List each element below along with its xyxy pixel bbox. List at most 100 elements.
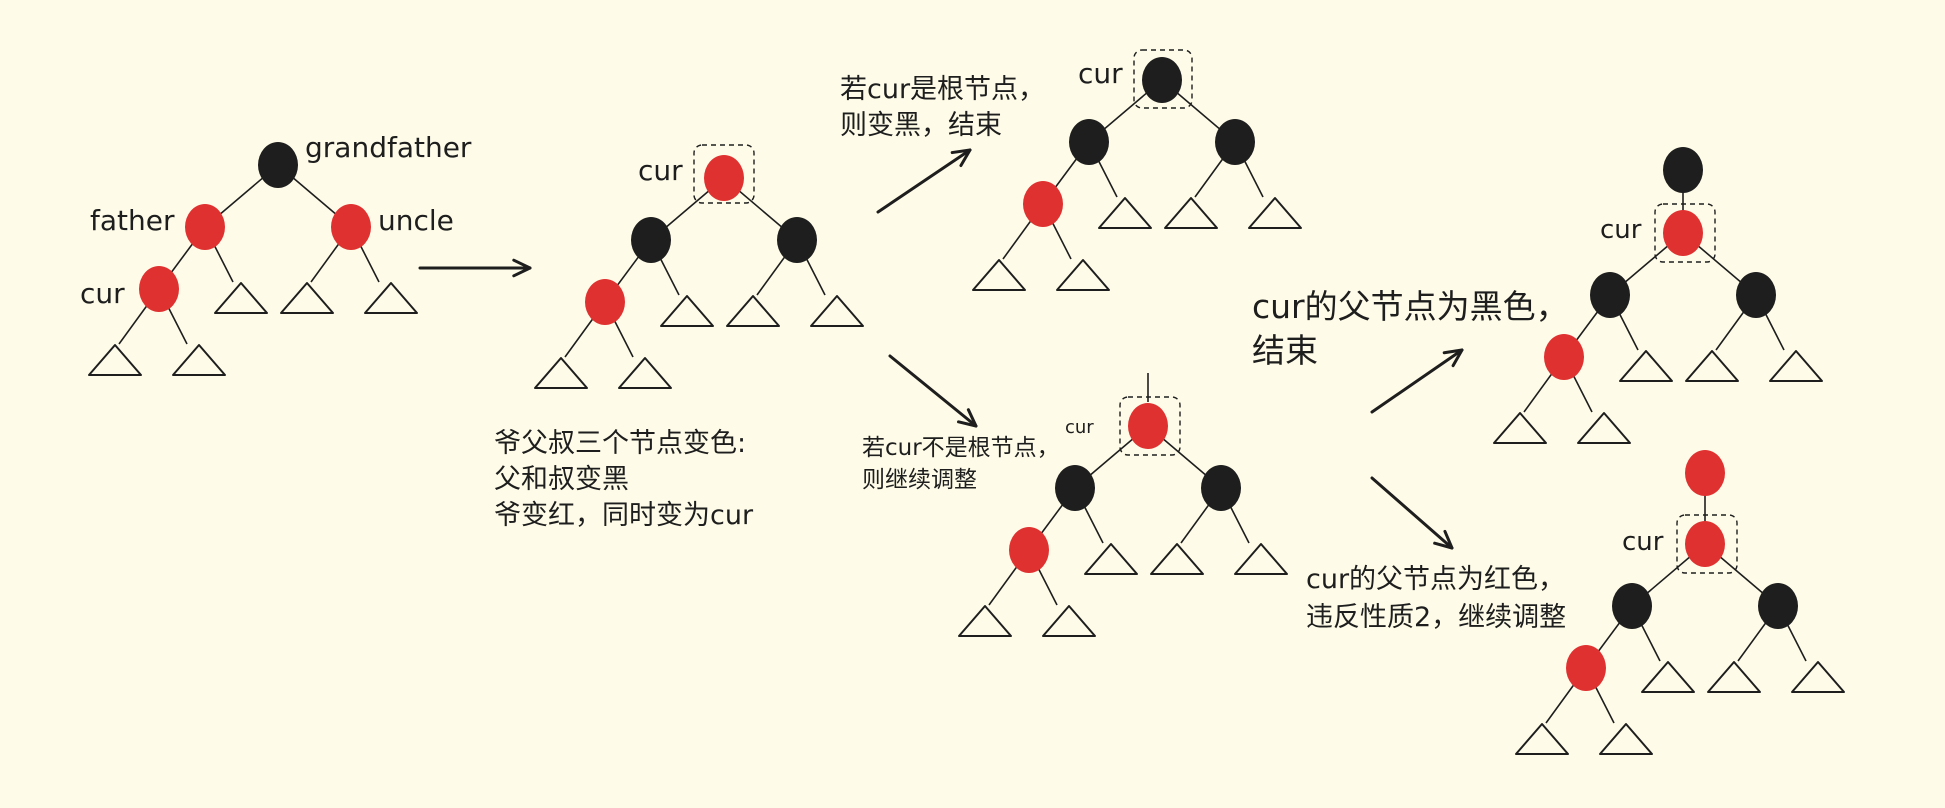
label-father: father [90,204,175,237]
tree-black-parent-node-right [1736,272,1776,318]
note-nonroot-case: 若cur不是根节点， 则继续调整 [862,435,1060,493]
note-recolor-line-1: 爷父叔三个节点变色: [494,428,746,459]
tree-red-parent-subtree-cur-a [1515,723,1569,755]
arrow-recolor-head [512,258,532,278]
tree-nonroot-node-left-left [1009,527,1049,573]
tree-red-parent-subtree-cur-b [1599,723,1653,755]
arrow-to-root-case-head [950,148,972,168]
tree-black-parent-node-parent [1663,147,1703,193]
tree-recolored-node-left [631,217,671,263]
tree-root-subtree-cur-b [1056,259,1110,291]
tree-recolored-node-left-left [585,279,625,325]
arrow-to-root-case-shaft [876,148,972,214]
arrow-to-red-parent-head [1433,529,1454,550]
tree-recolored-subtree-cur-a [534,357,588,389]
note-red-parent: cur的父节点为红色， 违反性质2，继续调整 [1306,564,1566,633]
tree-initial-subtree-right-a [280,282,334,314]
box-cur-red-parent [1676,514,1738,574]
tree-initial-subtree-cur-a [88,344,142,376]
tree-red-parent-subtree-right-b [1791,661,1845,693]
tree-root-node-left [1069,119,1109,165]
label-cur-nonroot: cur [1065,417,1094,438]
arrow-to-root-case [876,148,972,214]
arrow-to-nonroot-case-shaft [888,354,978,428]
tree-red-parent-node-right [1758,583,1798,629]
arrow-recolor [418,258,532,278]
label-cur-root: cur [1078,57,1123,90]
tree-red-parent-node-left-left [1566,645,1606,691]
tree-root-node-root [1142,57,1182,103]
arrow-to-black-parent-head [1442,348,1464,368]
box-cur-recolored [693,144,755,204]
tree-recolored-node-right [777,217,817,263]
tree-root-subtree-cur-a [972,259,1026,291]
tree-root-subtree-right-b [1248,197,1302,229]
arrow-to-red-parent [1370,476,1454,550]
tree-red-parent-node-root [1685,521,1725,567]
arrow-to-red-parent-shaft [1370,476,1454,550]
tree-black-parent-subtree-cur-a [1493,412,1547,444]
tree-nonroot-node-right [1201,465,1241,511]
tree-root-subtree-left [1098,197,1152,229]
tree-red-parent-subtree-right-a [1707,661,1761,693]
tree-black-parent-subtree-right-b [1769,350,1823,382]
tree-black-parent-subtree-right-a [1685,350,1739,382]
note-root-case: 若cur是根节点， 则变黑，结束 [840,74,1045,141]
label-cur-recolored: cur [638,154,683,187]
tree-red-parent-node-parent [1685,450,1725,496]
arrow-to-nonroot-case [888,354,978,428]
box-cur-black-parent [1654,203,1716,263]
note-recolor-line-3: 爷变红，同时变为cur [494,500,754,531]
note-recolor: 爷父叔三个节点变色: 父和叔变黑 爷变红，同时变为cur [494,428,754,531]
tree-nonroot-subtree-right-a [1150,543,1204,575]
node-labels: grandfather father uncle cur cur cur cur… [80,57,1664,557]
note-root-line-2: 则变黑，结束 [840,110,1002,141]
box-cur-root [1133,49,1193,109]
tree-initial-node-left [185,204,225,250]
tree-recolored-subtree-right-a [726,295,780,327]
tree-red-parent-subtree-left [1641,661,1695,693]
tree-black-parent-node-left-left [1544,334,1584,380]
subtree-triangles [88,197,1845,755]
label-cur-initial: cur [80,277,125,310]
cur-highlight-boxes [693,49,1738,574]
label-cur-red-parent: cur [1622,527,1664,557]
tree-initial-node-left-left [139,266,179,312]
label-cur-black-parent: cur [1600,215,1642,245]
note-black-parent-line-1: cur的父节点为黑色， [1252,287,1569,326]
transition-arrows [418,148,1464,550]
note-black-parent-line-2: 结束 [1252,331,1318,370]
tree-nonroot-subtree-cur-a [958,605,1012,637]
box-cur-nonroot [1119,396,1181,456]
note-black-parent: cur的父节点为黑色， 结束 [1252,287,1569,370]
label-grandfather: grandfather [305,131,472,164]
tree-nodes [139,57,1798,691]
tree-black-parent-node-root [1663,210,1703,256]
note-root-line-1: 若cur是根节点， [840,74,1045,105]
tree-initial-node-right [331,204,371,250]
tree-recolored-node-root [704,155,744,201]
tree-initial-subtree-left [214,282,268,314]
note-nonroot-line-1: 若cur不是根节点， [862,435,1060,461]
tree-nonroot-subtree-left [1084,543,1138,575]
tree-root-node-left-left [1023,181,1063,227]
tree-nonroot-node-root [1128,403,1168,449]
tree-root-subtree-right-a [1164,197,1218,229]
note-nonroot-line-2: 则继续调整 [862,467,977,493]
arrow-to-black-parent-shaft [1370,348,1464,414]
arrow-to-nonroot-case-head [956,408,978,428]
tree-initial-subtree-cur-b [172,344,226,376]
note-red-parent-line-1: cur的父节点为红色， [1306,564,1565,595]
tree-initial-subtree-right-b [364,282,418,314]
tree-recolored-subtree-left [660,295,714,327]
tree-recolored-subtree-right-b [810,295,864,327]
note-red-parent-line-2: 违反性质2，继续调整 [1306,602,1566,633]
tree-recolored-subtree-cur-b [618,357,672,389]
tree-black-parent-subtree-left [1619,350,1673,382]
tree-nonroot-node-left [1055,465,1095,511]
tree-nonroot-subtree-cur-b [1042,605,1096,637]
tree-red-parent-node-left [1612,583,1652,629]
note-recolor-line-2: 父和叔变黑 [494,464,629,495]
